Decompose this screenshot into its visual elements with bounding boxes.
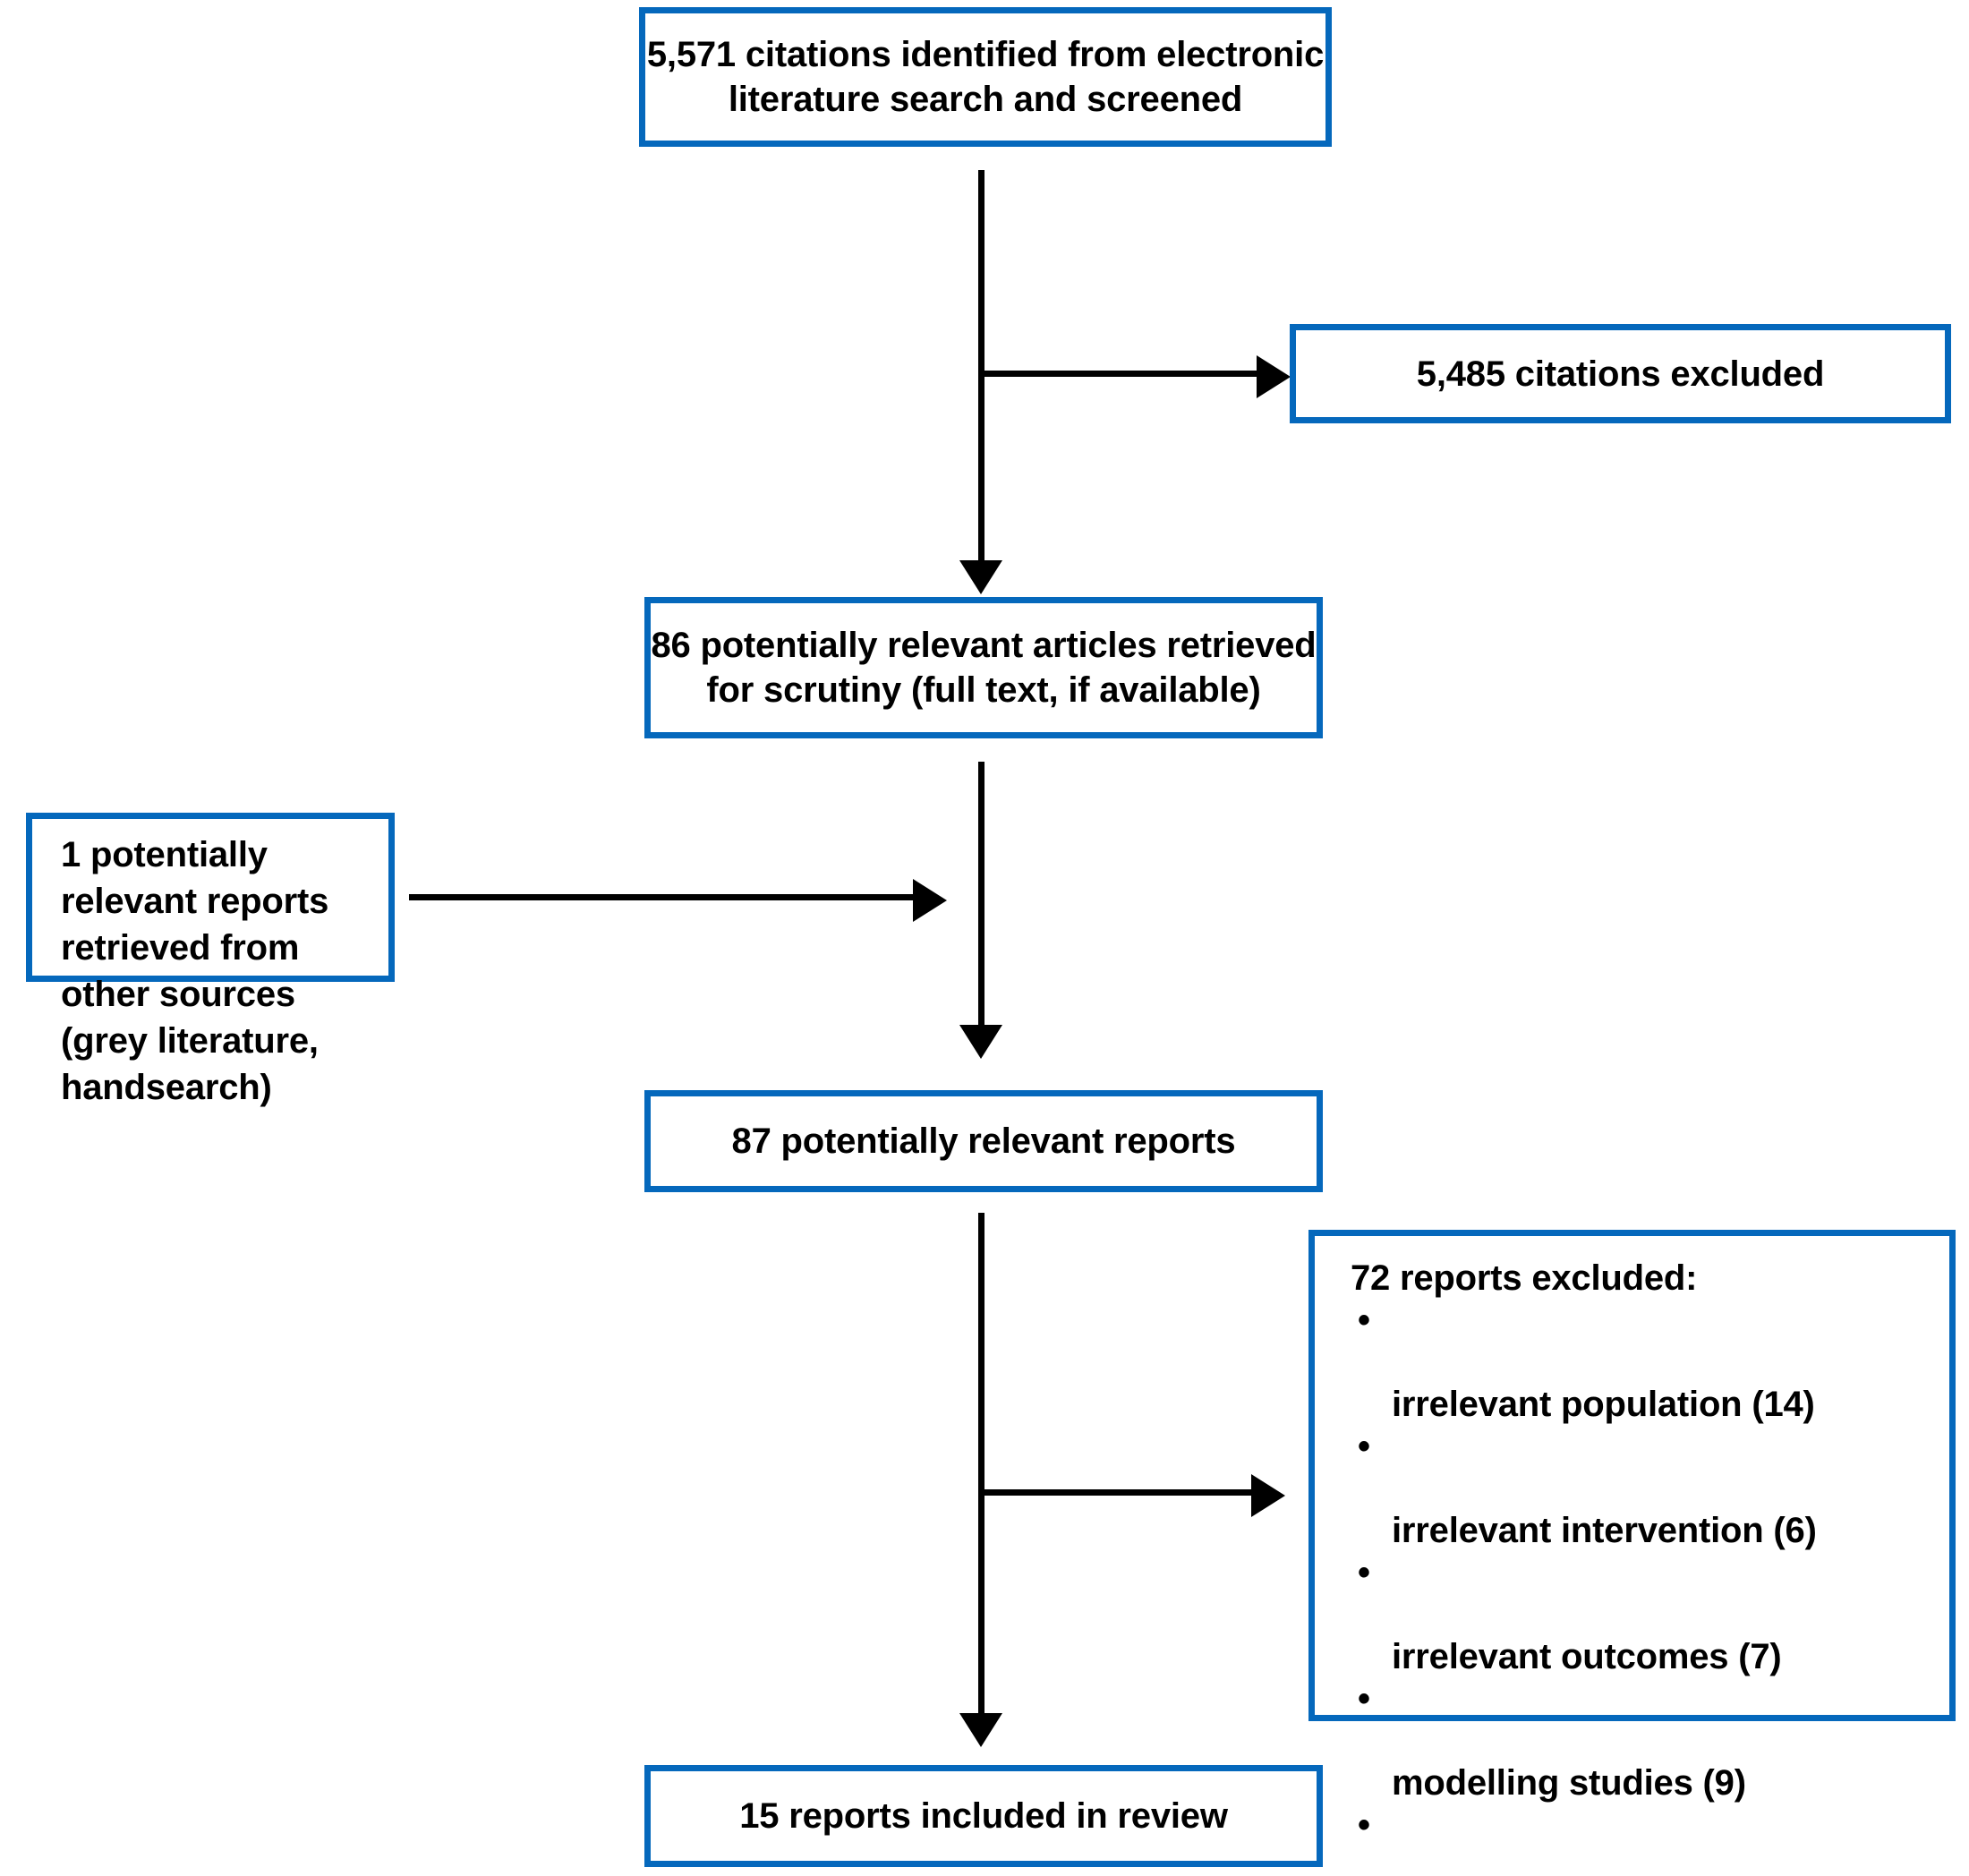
arrowhead-reports-to-included <box>959 1713 1002 1747</box>
box-other-sources: 1 potentially relevant reports retrieved… <box>26 813 395 1107</box>
bullet-icon: • <box>1358 1553 1370 1592</box>
box-reports-included-text: 15 reports included in review <box>739 1796 1228 1836</box>
list-item-label: irrelevant population (14) <box>1392 1385 1815 1424</box>
list-item: • irrelevant population (14) <box>1351 1300 1931 1426</box>
box-citations-identified: 5,571 citations identified from electron… <box>639 7 1332 147</box>
connector-other-sources-to-trunk <box>409 894 928 900</box>
box-citations-excluded: 5,485 citations excluded <box>1290 324 1951 423</box>
arrowhead-retrieved-to-reports <box>959 1025 1002 1059</box>
arrowhead-to-reports-excluded <box>1251 1474 1285 1517</box>
reports-excluded-lead: 72 reports excluded: <box>1351 1258 1698 1298</box>
bullet-icon: • <box>1358 1427 1370 1466</box>
list-item-label: irrelevant intervention (6) <box>1392 1511 1817 1550</box>
arrowhead-other-sources-to-trunk <box>913 879 947 922</box>
box-citations-excluded-text: 5,485 citations excluded <box>1416 354 1825 394</box>
arrowhead-to-citations-excluded <box>1257 355 1291 398</box>
bullet-icon: • <box>1358 1300 1370 1340</box>
box-relevant-reports: 87 potentially relevant reports <box>644 1090 1323 1192</box>
list-item-label: modelling studies (9) <box>1392 1763 1746 1803</box>
bullet-icon: • <box>1358 1805 1370 1845</box>
list-item: • modelling studies (9) <box>1351 1678 1931 1804</box>
list-item: • irrelevant outcomes (7) <box>1351 1552 1931 1678</box>
box-other-sources-text: 1 potentially relevant reports retrieved… <box>61 835 329 1107</box>
list-item: • irrelevant intervention (6) <box>1351 1426 1931 1552</box>
connector-to-reports-excluded <box>978 1489 1266 1496</box>
box-reports-excluded: 72 reports excluded: • irrelevant popula… <box>1308 1230 1956 1845</box>
box-articles-retrieved: 86 potentially relevant articles retriev… <box>644 597 1323 738</box>
box-articles-retrieved-text: 86 potentially relevant articles retriev… <box>651 626 1317 710</box>
bullet-icon: • <box>1358 1679 1370 1718</box>
reports-excluded-list: • irrelevant population (14) • irrelevan… <box>1351 1300 1931 1876</box>
arrowhead-identified-to-retrieved <box>959 560 1002 594</box>
list-item-label: irrelevant outcomes (7) <box>1392 1637 1782 1676</box>
list-item: • already included in at least 1 of the … <box>1351 1804 1931 1876</box>
box-relevant-reports-text: 87 potentially relevant reports <box>731 1121 1236 1161</box>
connector-retrieved-to-reports <box>978 762 984 1030</box>
connector-reports-to-included <box>978 1213 984 1718</box>
connector-to-citations-excluded <box>978 371 1279 377</box>
box-citations-identified-text: 5,571 citations identified from electron… <box>646 35 1325 119</box>
box-reports-included: 15 reports included in review <box>644 1765 1323 1867</box>
